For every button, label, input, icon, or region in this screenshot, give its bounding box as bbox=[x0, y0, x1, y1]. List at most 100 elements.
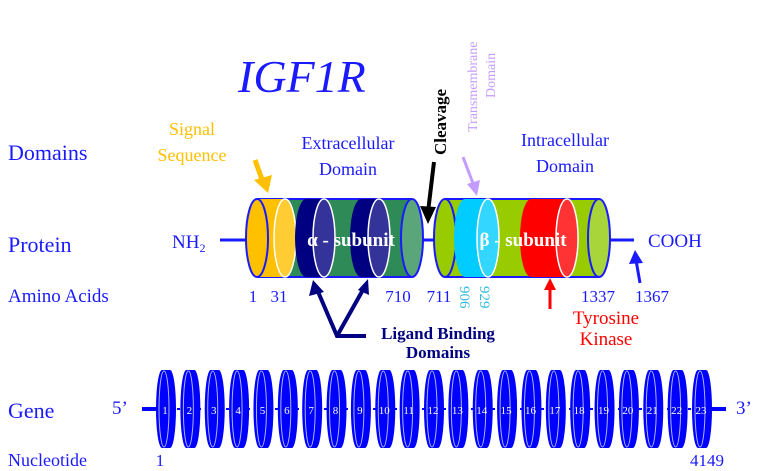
exon-7: 7 bbox=[302, 370, 323, 448]
aa-position-1367: 1367 bbox=[635, 287, 670, 306]
exon-face bbox=[255, 370, 267, 448]
exon-10: 10 bbox=[375, 370, 396, 448]
exon-face bbox=[329, 370, 341, 448]
exon-face bbox=[597, 370, 609, 448]
exon-face bbox=[353, 370, 365, 448]
exon-body bbox=[570, 370, 591, 448]
exon-number: 18 bbox=[574, 405, 586, 417]
exon-number: 17 bbox=[549, 405, 561, 417]
exon-body bbox=[424, 370, 444, 448]
row-label-domains: Domains bbox=[8, 140, 87, 165]
exon-body bbox=[667, 370, 688, 448]
ligand-arrowhead-1 bbox=[309, 280, 324, 296]
transmembrane-face bbox=[476, 198, 500, 278]
aa-position-929: 929 bbox=[476, 286, 492, 309]
exon-body bbox=[302, 370, 323, 448]
exon-19: 19 bbox=[594, 370, 615, 448]
exon-number: 19 bbox=[598, 405, 610, 417]
exon-number: 14 bbox=[476, 405, 488, 417]
ligand-binding-label-1: Ligand Binding bbox=[381, 324, 495, 343]
transmembrane-arrow bbox=[461, 156, 476, 187]
exon-17: 17 bbox=[545, 370, 566, 448]
signal-arrowhead bbox=[254, 175, 272, 193]
transmembrane-label-1: Transmembrane bbox=[466, 42, 481, 132]
cleavage-label: Cleavage bbox=[431, 88, 450, 155]
exon-body bbox=[350, 370, 371, 448]
transmembrane-label-2: Domain bbox=[484, 53, 499, 98]
exon-2: 2 bbox=[180, 370, 201, 448]
exon-number: 23 bbox=[696, 405, 708, 417]
alpha-left-end bbox=[245, 198, 269, 278]
row-label-amino-acids: Amino Acids bbox=[8, 286, 109, 307]
exon-body bbox=[692, 370, 712, 448]
exon-body bbox=[594, 370, 615, 448]
exon-number: 8 bbox=[333, 405, 339, 417]
nucleotide-start: 1 bbox=[156, 451, 165, 470]
alpha-subunit-cylinder: α - subunit bbox=[245, 198, 424, 278]
aa-position-31: 31 bbox=[271, 287, 288, 306]
exon-20: 20 bbox=[618, 370, 639, 448]
tyrosine-kinase-label-2: Kinase bbox=[580, 329, 633, 350]
exon-number: 15 bbox=[501, 405, 513, 417]
exon-16: 16 bbox=[521, 370, 542, 448]
ligand-binding-arrow-2 bbox=[335, 287, 366, 337]
three-prime-label: 3’ bbox=[736, 398, 752, 419]
tyrosine-kinase-arrowhead bbox=[544, 278, 556, 290]
extracellular-label-1: Extracellular bbox=[302, 133, 395, 153]
aa-position-710: 710 bbox=[385, 287, 411, 306]
exon-body bbox=[204, 370, 225, 448]
exon-face bbox=[426, 370, 438, 448]
exon-number: 4 bbox=[235, 405, 241, 417]
exon-1: 1 bbox=[156, 370, 176, 448]
exon-body bbox=[618, 370, 639, 448]
beta-right-end bbox=[587, 198, 611, 278]
exon-15: 15 bbox=[497, 370, 518, 448]
exon-number: 1 bbox=[162, 405, 168, 417]
tyrosine-kinase-label-1: Tyrosine bbox=[573, 308, 639, 329]
exon-face bbox=[499, 370, 511, 448]
diagram-title: IGF1R bbox=[237, 51, 366, 102]
exon-12: 12 bbox=[424, 370, 444, 448]
exon-face bbox=[158, 370, 170, 448]
exon-number: 13 bbox=[452, 405, 464, 417]
alpha-right-end bbox=[400, 198, 424, 278]
exon-13: 13 bbox=[448, 370, 469, 448]
exon-number: 21 bbox=[647, 405, 658, 417]
exon-face bbox=[621, 370, 633, 448]
transmembrane-arrowhead bbox=[467, 180, 480, 196]
exon-body bbox=[521, 370, 542, 448]
intracellular-label-1: Intracellular bbox=[521, 130, 609, 150]
exon-body bbox=[497, 370, 518, 448]
exon-body bbox=[643, 370, 664, 448]
aa-position-906: 906 bbox=[456, 286, 472, 309]
exon-face bbox=[450, 370, 462, 448]
exon-face bbox=[304, 370, 316, 448]
exon-number: 3 bbox=[211, 405, 217, 417]
ligand-binding-domain-2-face bbox=[367, 198, 391, 278]
exon-8: 8 bbox=[326, 370, 347, 448]
exon-face bbox=[377, 370, 389, 448]
signal-sequence-label-1: Signal bbox=[169, 119, 215, 139]
exon-body bbox=[180, 370, 201, 448]
exon-23: 23 bbox=[692, 370, 712, 448]
exon-face bbox=[694, 370, 706, 448]
exon-number: 20 bbox=[622, 405, 634, 417]
exon-body bbox=[277, 370, 298, 448]
exon-face bbox=[572, 370, 584, 448]
exon-face bbox=[182, 370, 194, 448]
exon-4: 4 bbox=[229, 370, 250, 448]
aa-position-1337: 1337 bbox=[581, 287, 616, 306]
alpha-subunit-label: α - subunit bbox=[307, 230, 395, 251]
exon-body bbox=[472, 370, 493, 448]
exon-body bbox=[448, 370, 469, 448]
exon-body bbox=[375, 370, 396, 448]
nucleotide-end: 4149 bbox=[690, 451, 724, 470]
exon-11: 11 bbox=[399, 370, 420, 448]
row-label-gene: Gene bbox=[8, 398, 54, 423]
exon-number: 22 bbox=[671, 405, 682, 417]
signal-sequence-face bbox=[273, 198, 297, 278]
exon-number: 6 bbox=[284, 405, 290, 417]
c-terminus-label: COOH bbox=[648, 231, 702, 252]
